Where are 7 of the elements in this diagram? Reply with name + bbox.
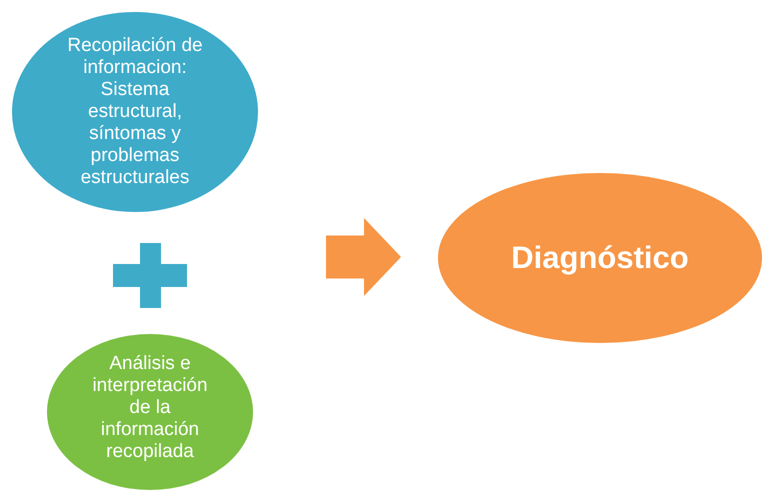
block-arrow xyxy=(326,218,401,296)
ellipse-node xyxy=(12,12,258,212)
ellipse-node xyxy=(47,334,253,490)
node-text: Diagnóstico xyxy=(510,240,690,276)
node-text: Análisis e interpretación de la información recopilada xyxy=(91,353,209,463)
ellipse-node xyxy=(438,173,762,343)
node-text: Recopilación de informacion: Sistema estructural, síntomas y problemas estructurales xyxy=(66,35,204,189)
